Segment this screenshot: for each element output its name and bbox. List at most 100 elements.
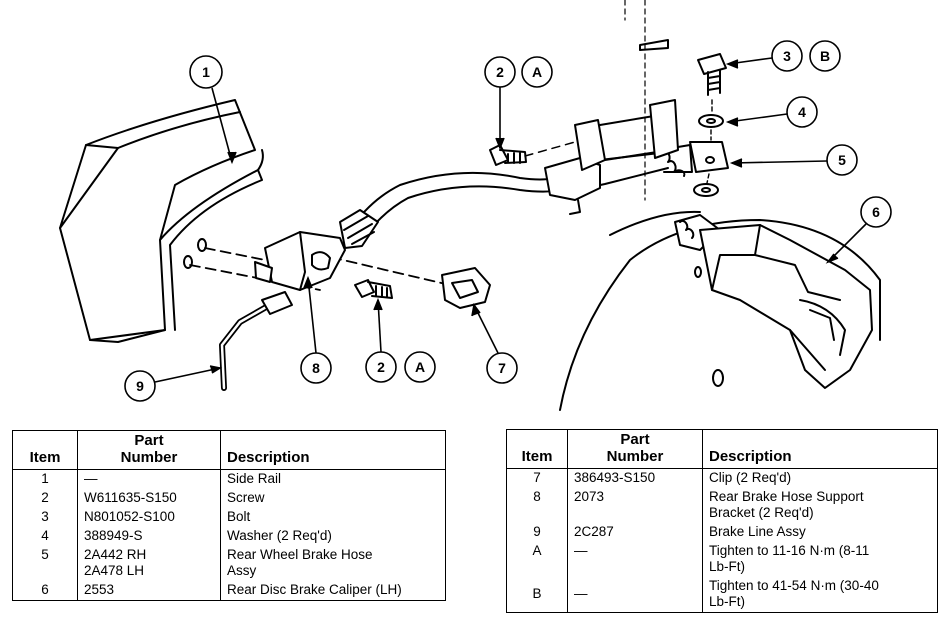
callout-2-bottom: 2: [365, 297, 397, 383]
table-row: 6 2553 Rear Disc Brake Caliper (LH): [12, 581, 446, 601]
callout-9-label: 9: [136, 378, 144, 394]
callout-a-bottom-label: A: [415, 359, 425, 375]
cell-desc: Rear Brake Hose Support Bracket (2 Req'd…: [702, 488, 938, 523]
header-part-line1: Part: [134, 432, 164, 449]
cell-item: 1: [12, 469, 78, 489]
header-part-line1: Part: [620, 431, 650, 448]
brake-hose-drawing: [339, 144, 693, 249]
cell-part: 388949-S: [77, 527, 221, 546]
callout-4: 4: [725, 96, 818, 128]
cell-part-line2: 2A478 LH: [84, 563, 145, 578]
brake-line-drawing: [219, 291, 293, 391]
header-part-number: Part Number: [567, 429, 703, 469]
table-row: 2 W611635-S150 Screw: [12, 489, 446, 508]
callout-a-top: A: [521, 56, 553, 88]
cell-item: 2: [12, 489, 78, 508]
cell-desc: Side Rail: [220, 469, 446, 489]
cell-desc-line2: Lb-Ft): [709, 559, 746, 574]
callout-6: 6: [825, 196, 892, 264]
cell-part: 2A442 RH 2A478 LH: [77, 546, 221, 581]
table-row: 8 2073 Rear Brake Hose Support Bracket (…: [506, 488, 938, 523]
cell-item: A: [506, 542, 568, 577]
callout-1-label: 1: [202, 64, 210, 80]
cell-desc-line1: Rear Brake Hose Support: [709, 489, 864, 504]
callout-5: 5: [729, 144, 858, 176]
header-item: Item: [506, 429, 568, 469]
table-header-row: Item Part Number Description: [12, 430, 446, 470]
bolt-lower-drawing: [354, 279, 393, 299]
hose-bolt-stack-drawing: [689, 53, 729, 197]
cell-desc: Brake Line Assy: [702, 523, 938, 542]
cell-desc: Bolt: [220, 508, 446, 527]
cell-desc-line2: Lb-Ft): [709, 594, 746, 609]
cell-desc-line1: Tighten to 41-54 N·m (30-40: [709, 578, 879, 593]
table-row: 7 386493-S150 Clip (2 Req'd): [506, 468, 938, 488]
table-row: 5 2A442 RH 2A478 LH Rear Wheel Brake Hos…: [12, 546, 446, 581]
cell-part: —: [567, 542, 703, 577]
header-item: Item: [12, 430, 78, 470]
table-row: 9 2C287 Brake Line Assy: [506, 523, 938, 542]
table-row: B — Tighten to 41-54 N·m (30-40 Lb-Ft): [506, 577, 938, 613]
cell-desc-line2: Assy: [227, 563, 257, 578]
header-part-number: Part Number: [77, 430, 221, 470]
clip-drawing: [441, 267, 491, 309]
header-part-line2: Number: [606, 448, 664, 465]
callout-2-top-label: 2: [496, 64, 504, 80]
cell-part: 2553: [77, 581, 221, 601]
callout-b-label: B: [820, 48, 830, 64]
cell-desc: Clip (2 Req'd): [702, 468, 938, 488]
callout-1: 1: [189, 55, 237, 165]
side-rail-drawing: [59, 99, 264, 343]
callout-5-label: 5: [838, 152, 846, 168]
parts-table-left: Item Part Number Description 1 — Side Ra…: [12, 430, 446, 601]
cell-desc-line1: Rear Wheel Brake Hose: [227, 547, 373, 562]
callout-a-bottom: A: [404, 351, 436, 383]
callout-4-label: 4: [798, 104, 806, 120]
callout-3-label: 3: [783, 48, 791, 64]
callout-a-top-label: A: [532, 64, 542, 80]
header-description: Description: [702, 429, 938, 469]
cell-item: 9: [506, 523, 568, 542]
callout-8-label: 8: [312, 360, 320, 376]
header-part-line2: Number: [120, 449, 178, 466]
callout-2-bottom-label: 2: [377, 359, 385, 375]
cell-desc: Screw: [220, 489, 446, 508]
cell-part: W611635-S150: [77, 489, 221, 508]
parts-table-right: Item Part Number Description 7 386493-S1…: [506, 429, 938, 613]
cell-desc: Rear Disc Brake Caliper (LH): [220, 581, 446, 601]
cell-item: B: [506, 577, 568, 613]
callout-3: 3: [725, 40, 803, 72]
callout-7: 7: [471, 303, 518, 384]
cell-desc: Washer (2 Req'd): [220, 527, 446, 546]
brake-hose-exploded-diagram: 1 2 A 3 B 4: [59, 0, 892, 411]
cell-desc-line1: Tighten to 11-16 N·m (8-11: [709, 543, 870, 558]
cell-part-line1: 2A442 RH: [84, 547, 147, 562]
cell-desc-line2: Bracket (2 Req'd): [709, 505, 814, 520]
callout-7-label: 7: [498, 360, 506, 376]
cell-item: 8: [506, 488, 568, 523]
cell-desc: Rear Wheel Brake Hose Assy: [220, 546, 446, 581]
cell-item: 3: [12, 508, 78, 527]
support-bracket-drawing: [254, 231, 346, 291]
cell-part: 2073: [567, 488, 703, 523]
callout-b: B: [809, 40, 841, 72]
cell-part: N801052-S100: [77, 508, 221, 527]
callout-6-label: 6: [872, 204, 880, 220]
cell-part: —: [567, 577, 703, 613]
table-row: A — Tighten to 11-16 N·m (8-11 Lb-Ft): [506, 542, 938, 577]
cell-desc: Tighten to 11-16 N·m (8-11 Lb-Ft): [702, 542, 938, 577]
table-row: 3 N801052-S100 Bolt: [12, 508, 446, 527]
cell-part: 2C287: [567, 523, 703, 542]
callout-8: 8: [300, 275, 332, 384]
callout-9: 9: [124, 365, 223, 402]
cell-item: 7: [506, 468, 568, 488]
table-row: 4 388949-S Washer (2 Req'd): [12, 527, 446, 546]
header-description: Description: [220, 430, 446, 470]
cell-item: 6: [12, 581, 78, 601]
cell-item: 5: [12, 546, 78, 581]
caliper-rotor-drawing: [559, 210, 881, 411]
callout-2-top: 2: [484, 56, 516, 151]
upper-mount-drawing: [489, 0, 679, 215]
table-row: 1 — Side Rail: [12, 469, 446, 489]
cell-part: —: [77, 469, 221, 489]
